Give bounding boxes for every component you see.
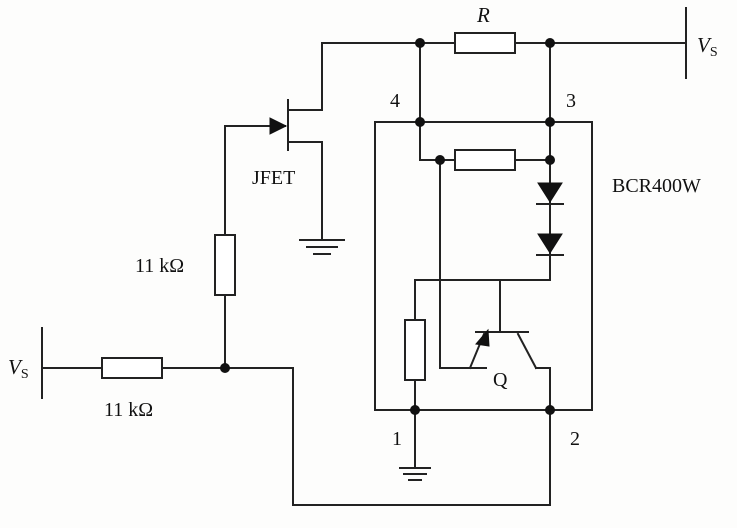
ic-outline	[374, 121, 593, 411]
label-pin3: 3	[566, 90, 576, 112]
label-jfet: JFET	[252, 167, 295, 189]
jfet-symbol	[269, 99, 323, 239]
resistor-11k-horizontal	[101, 357, 163, 379]
transistor-q	[439, 279, 551, 411]
internal-resistor	[454, 149, 516, 171]
label-pin4: 4	[390, 90, 400, 112]
label-resistor-horizontal: 11 kΩ	[104, 399, 153, 421]
label-ic: BCR400W	[612, 175, 701, 197]
junction-dots	[220, 38, 555, 415]
bias-resistor	[404, 319, 426, 381]
resistor-11k-vertical	[214, 234, 236, 296]
top-rail-wire	[321, 7, 687, 111]
label-q: Q	[493, 369, 508, 391]
label-pin1: 1	[392, 428, 402, 450]
pin2-return-wire	[224, 367, 551, 506]
resistor-r	[454, 32, 516, 54]
diode-upper	[536, 182, 564, 205]
ground-jfet	[299, 239, 345, 255]
diode-lower	[536, 233, 564, 256]
label-vs-right: VS	[697, 33, 718, 60]
label-r: R	[476, 3, 490, 27]
jfet-gate-wire	[224, 125, 286, 236]
label-pin2: 2	[570, 428, 580, 450]
label-resistor-vertical: 11 kΩ	[135, 255, 184, 277]
ground-pin1	[399, 409, 431, 481]
label-vs-left: VS	[8, 355, 29, 382]
bias-node-wire	[414, 279, 551, 321]
